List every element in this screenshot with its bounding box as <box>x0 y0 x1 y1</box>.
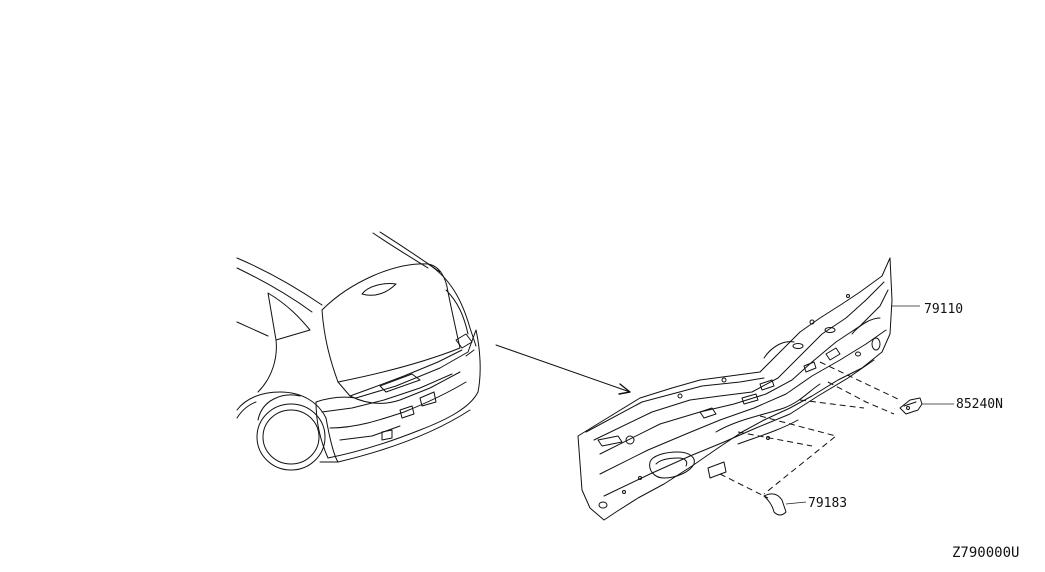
part-number-79183: 79183 <box>808 496 847 511</box>
patch-part <box>763 493 787 516</box>
rear-panel-assembly <box>577 257 893 521</box>
diagram-code: Z790000U <box>952 545 1019 561</box>
pointer-arrow <box>495 344 631 395</box>
clip-part <box>899 397 923 415</box>
part-number-79110: 79110 <box>924 302 963 317</box>
part-number-85240n: 85240N <box>956 397 1003 412</box>
assembly-guide-lines <box>719 361 901 499</box>
vehicle-rear-sketch <box>236 231 481 471</box>
leader-lines <box>785 305 954 505</box>
